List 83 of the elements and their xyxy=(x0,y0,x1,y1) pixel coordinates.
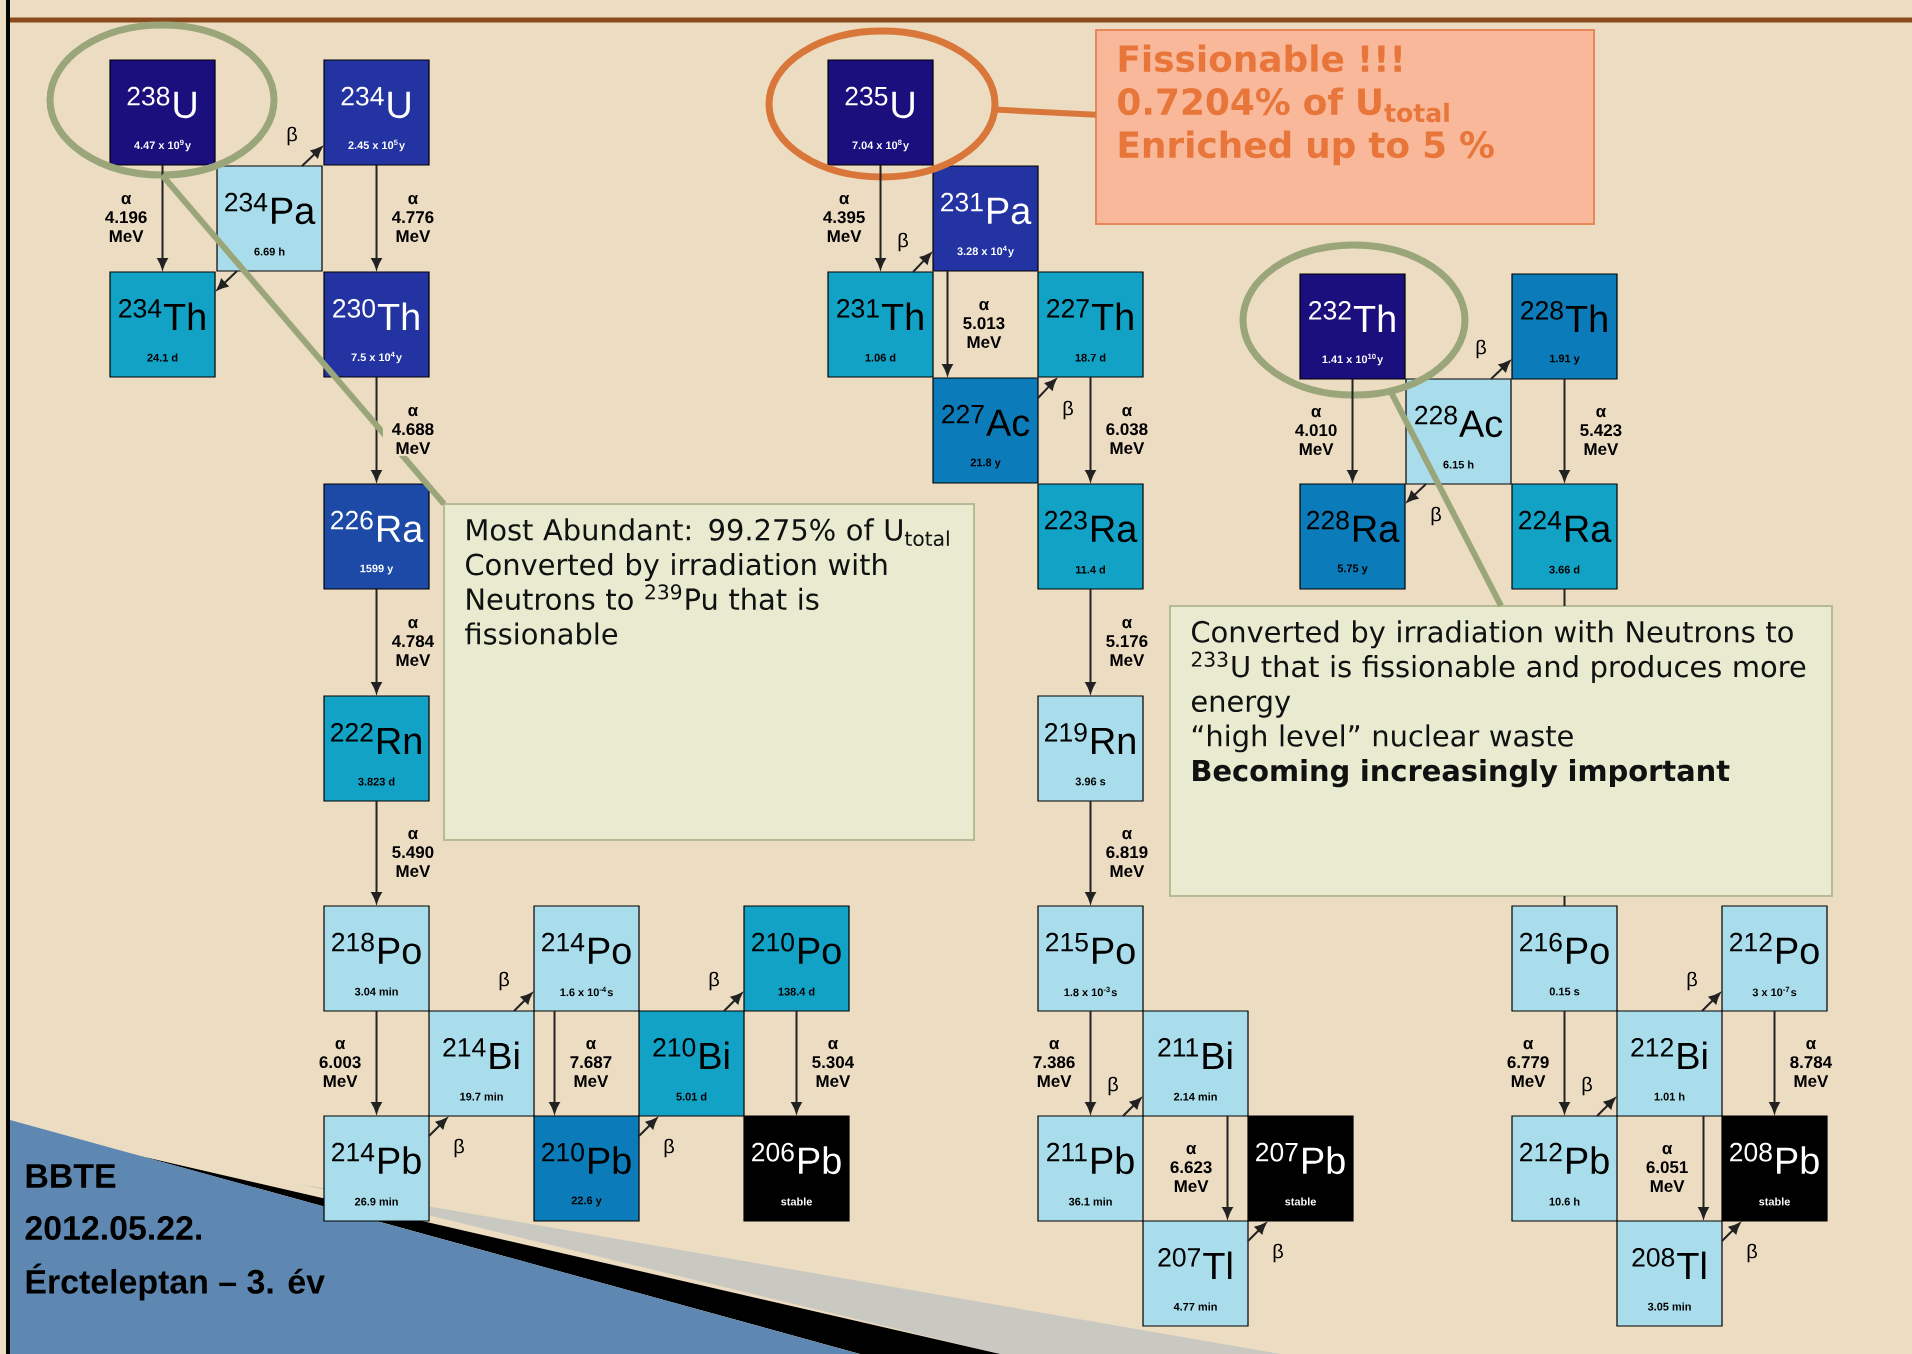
decay-arrow xyxy=(1037,378,1057,399)
decay-label: α 5.423 MeV xyxy=(1570,405,1631,458)
decay-label: α 6.623 MeV xyxy=(1161,1142,1222,1195)
decay-arrow xyxy=(428,1117,448,1137)
decay-label: α 8.784 MeV xyxy=(1780,1037,1841,1090)
decay-arrow xyxy=(1698,1115,1709,1219)
decay-arrow xyxy=(1222,1115,1233,1219)
decay-label: α 5.176 MeV xyxy=(1096,616,1157,669)
decay-label: α 4.196 MeV xyxy=(96,192,157,245)
decay-arrow xyxy=(371,1010,382,1114)
footer-text: BBTE xyxy=(26,1164,116,1188)
decay-arrow xyxy=(942,270,953,376)
decay-label: β xyxy=(1745,1242,1759,1264)
decay-arrow xyxy=(1085,1010,1096,1114)
decay-label: β xyxy=(1474,338,1488,360)
connector-line xyxy=(1563,588,1566,607)
decay-label: α 4.776 MeV xyxy=(382,192,443,245)
decay-arrow xyxy=(549,1010,560,1114)
decay-label: α 6.003 MeV xyxy=(310,1037,371,1090)
decay-arrow xyxy=(1347,378,1358,482)
decay-label: β xyxy=(1271,1242,1285,1264)
callout-box: Most Abundant: 99.275% of U$_{total}$ Converted by irradiation with Neutrons to $^{239}$Pu that is fissionable xyxy=(443,503,975,841)
decay-label: α 6.819 MeV xyxy=(1096,827,1157,880)
decay-arrow xyxy=(371,800,382,904)
decay-label: β xyxy=(285,125,299,147)
decay-label: β xyxy=(1429,505,1443,527)
highlight-ellipse xyxy=(765,27,999,181)
footer-text: 2012.05.22. xyxy=(25,1216,201,1240)
callout-box: Converted by irradiation with Neutrons to $^{233}$U that is fissionable and produces more energy “high level” nuclear waste Becoming increasingly important xyxy=(1169,605,1833,897)
decay-label: α 5.304 MeV xyxy=(802,1037,863,1090)
decay-label: α 6.779 MeV xyxy=(1498,1037,1559,1090)
decay-label: α 4.784 MeV xyxy=(382,616,443,669)
decay-arrow xyxy=(1769,1010,1780,1114)
decay-arrow xyxy=(1085,800,1096,904)
decay-arrow xyxy=(1490,360,1511,380)
decay-arrow xyxy=(1085,376,1096,482)
decay-label: α 5.013 MeV xyxy=(953,298,1014,351)
decay-arrow xyxy=(875,164,886,270)
decay-label: α 4.395 MeV xyxy=(814,192,875,245)
decay-label: β xyxy=(1061,399,1075,421)
highlight-ellipse xyxy=(46,21,278,179)
decay-arrow xyxy=(216,270,238,291)
decay-arrow xyxy=(1701,992,1721,1012)
footer-text: Ércteleptan – 3. év xyxy=(26,1263,325,1301)
decay-label: β xyxy=(1685,970,1699,992)
decay-arrow xyxy=(1085,588,1096,694)
highlight-ellipse xyxy=(1239,241,1469,399)
leader-line xyxy=(1387,389,1504,608)
decay-arrow xyxy=(791,1010,802,1114)
decay-arrow xyxy=(1122,1097,1142,1117)
callout-box: Fissionable !!! 0.7204% of U$_{total}$ Enriched up to 5 % xyxy=(1095,29,1595,225)
decay-label: β xyxy=(497,970,511,992)
decay-arrow xyxy=(371,588,382,694)
decay-label: α 4.688 MeV xyxy=(382,404,443,457)
decay-label: α 6.038 MeV xyxy=(1096,404,1157,457)
decay-label: α 7.386 MeV xyxy=(1024,1037,1085,1090)
decay-arrow xyxy=(513,992,533,1012)
decay-label: β xyxy=(1106,1075,1120,1097)
decay-arrow xyxy=(1406,483,1427,503)
decay-label: β xyxy=(896,231,910,253)
decay-arrow xyxy=(1596,1097,1616,1117)
decay-label: β xyxy=(452,1137,466,1159)
decay-label: β xyxy=(707,970,721,992)
leader-line xyxy=(994,106,1097,118)
decay-arrow xyxy=(1559,378,1570,482)
decay-arrow xyxy=(157,164,168,270)
decay-label: α 5.490 MeV xyxy=(382,827,443,880)
decay-arrow xyxy=(371,376,382,482)
decay-arrow xyxy=(638,1117,658,1137)
decay-label: β xyxy=(1580,1075,1594,1097)
decay-arrow xyxy=(1559,1010,1570,1114)
decay-arrow xyxy=(371,164,382,270)
decay-label: β xyxy=(662,1137,676,1159)
decay-arrow xyxy=(723,992,743,1012)
decay-arrow xyxy=(1247,1222,1267,1242)
decay-arrow xyxy=(912,252,932,273)
decay-arrow xyxy=(1721,1222,1741,1242)
leader-line xyxy=(159,173,447,506)
connector-line xyxy=(1563,895,1566,907)
decay-label: α 6.051 MeV xyxy=(1637,1142,1698,1195)
decay-arrow xyxy=(301,146,323,167)
decay-label: α 4.010 MeV xyxy=(1286,405,1347,458)
decay-label: α 7.687 MeV xyxy=(560,1037,621,1090)
